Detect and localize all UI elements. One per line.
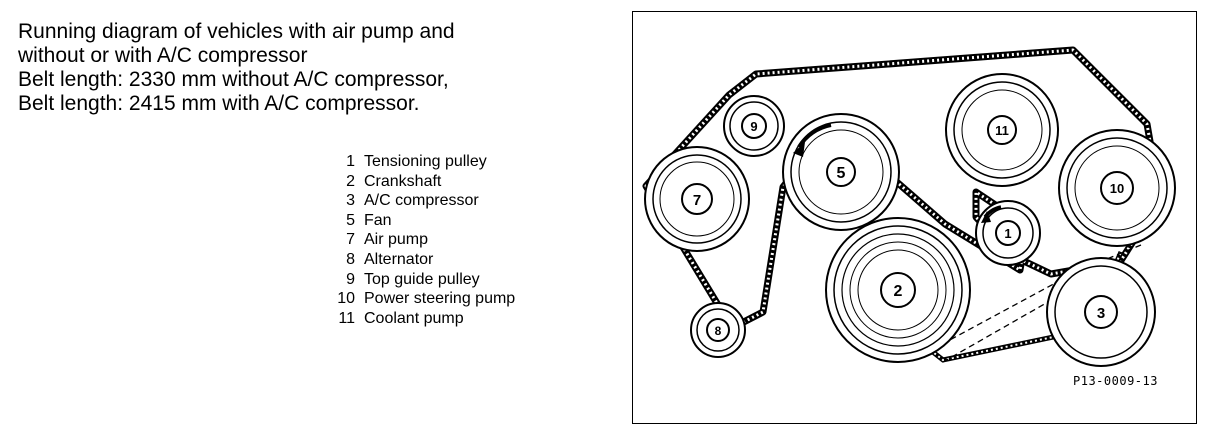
pulley-label: 3 [1097, 305, 1105, 322]
legend-number: 9 [346, 270, 355, 288]
legend-item: 2 Crankshaft [326, 172, 515, 192]
pulley-9: 9 [723, 95, 785, 157]
rotation-arrow-icon [797, 123, 832, 149]
legend: 1 Tensioning pulley 2 Crankshaft 3 A/C comp… [326, 152, 515, 328]
legend-item: 10 Power steering pump [326, 289, 515, 309]
legend-item: 3 A/C compressor [326, 191, 515, 211]
legend-label: Tensioning pulley [364, 153, 487, 170]
legend-number: 10 [337, 290, 355, 308]
pulley-2: 2 [825, 217, 971, 363]
pulley-label: 1 [1004, 226, 1011, 241]
legend-label: Fan [364, 211, 392, 229]
legend-item: 11 Coolant pump [326, 309, 515, 329]
pulley-label: 5 [837, 165, 846, 182]
pulley-label: 11 [995, 123, 1009, 138]
pulley-label: 10 [1110, 181, 1124, 196]
legend-item: 5 Fan [326, 211, 515, 231]
pulley-11: 11 [945, 73, 1059, 187]
legend-number: 5 [346, 211, 355, 229]
description-line: Belt length: 2330 mm without A/C compres… [18, 68, 449, 91]
pulley-label: 2 [894, 283, 903, 300]
legend-label: Crankshaft [364, 172, 442, 190]
belt-diagram-frame: 9 7 8 5 [632, 11, 1197, 424]
pulley-5: 5 [782, 113, 900, 231]
description-line: without or with A/C compressor [18, 44, 308, 67]
belt-routing-diagram: 9 7 8 5 [642, 46, 1176, 367]
pulley-3: 3 [1046, 257, 1156, 367]
description-line: Running diagram of vehicles with air pum… [18, 20, 455, 43]
pulley-10: 10 [1058, 129, 1176, 247]
legend-number: 11 [338, 309, 355, 327]
legend-label: Power steering pump [364, 290, 516, 308]
pulley-label: 8 [715, 324, 722, 338]
legend-item: 8 Alternator [326, 250, 515, 270]
legend-number: 8 [346, 250, 355, 268]
legend-label: Alternator [364, 250, 434, 268]
legend-number: 2 [346, 172, 355, 190]
legend-label: Top guide pulley [364, 270, 480, 288]
legend-number: 7 [346, 231, 355, 249]
legend-item: 9 Top guide pulley [326, 270, 515, 290]
arrowhead-icon [793, 142, 805, 157]
figure-reference-code: P13-0009-13 [1073, 374, 1158, 388]
pulley-7: 7 [644, 146, 750, 252]
legend-number: 3 [346, 192, 355, 210]
legend-label: Air pump [364, 231, 429, 249]
description: Running diagram of vehicles with air pum… [18, 20, 608, 116]
arrowhead-icon [981, 211, 991, 223]
description-line: Belt length: 2415 mm with A/C compressor… [18, 92, 420, 115]
pulley-label: 7 [693, 192, 701, 209]
pulley-1: 1 [975, 200, 1041, 266]
legend-label: Coolant pump [364, 309, 464, 327]
legend-item: 1 Tensioning pulley [326, 152, 515, 172]
legend-number: 1 [346, 153, 355, 170]
legend-item: 7 Air pump [326, 230, 515, 250]
pulley-label: 9 [750, 119, 757, 134]
pulley-8: 8 [690, 302, 746, 358]
legend-label: A/C compressor [364, 192, 479, 210]
